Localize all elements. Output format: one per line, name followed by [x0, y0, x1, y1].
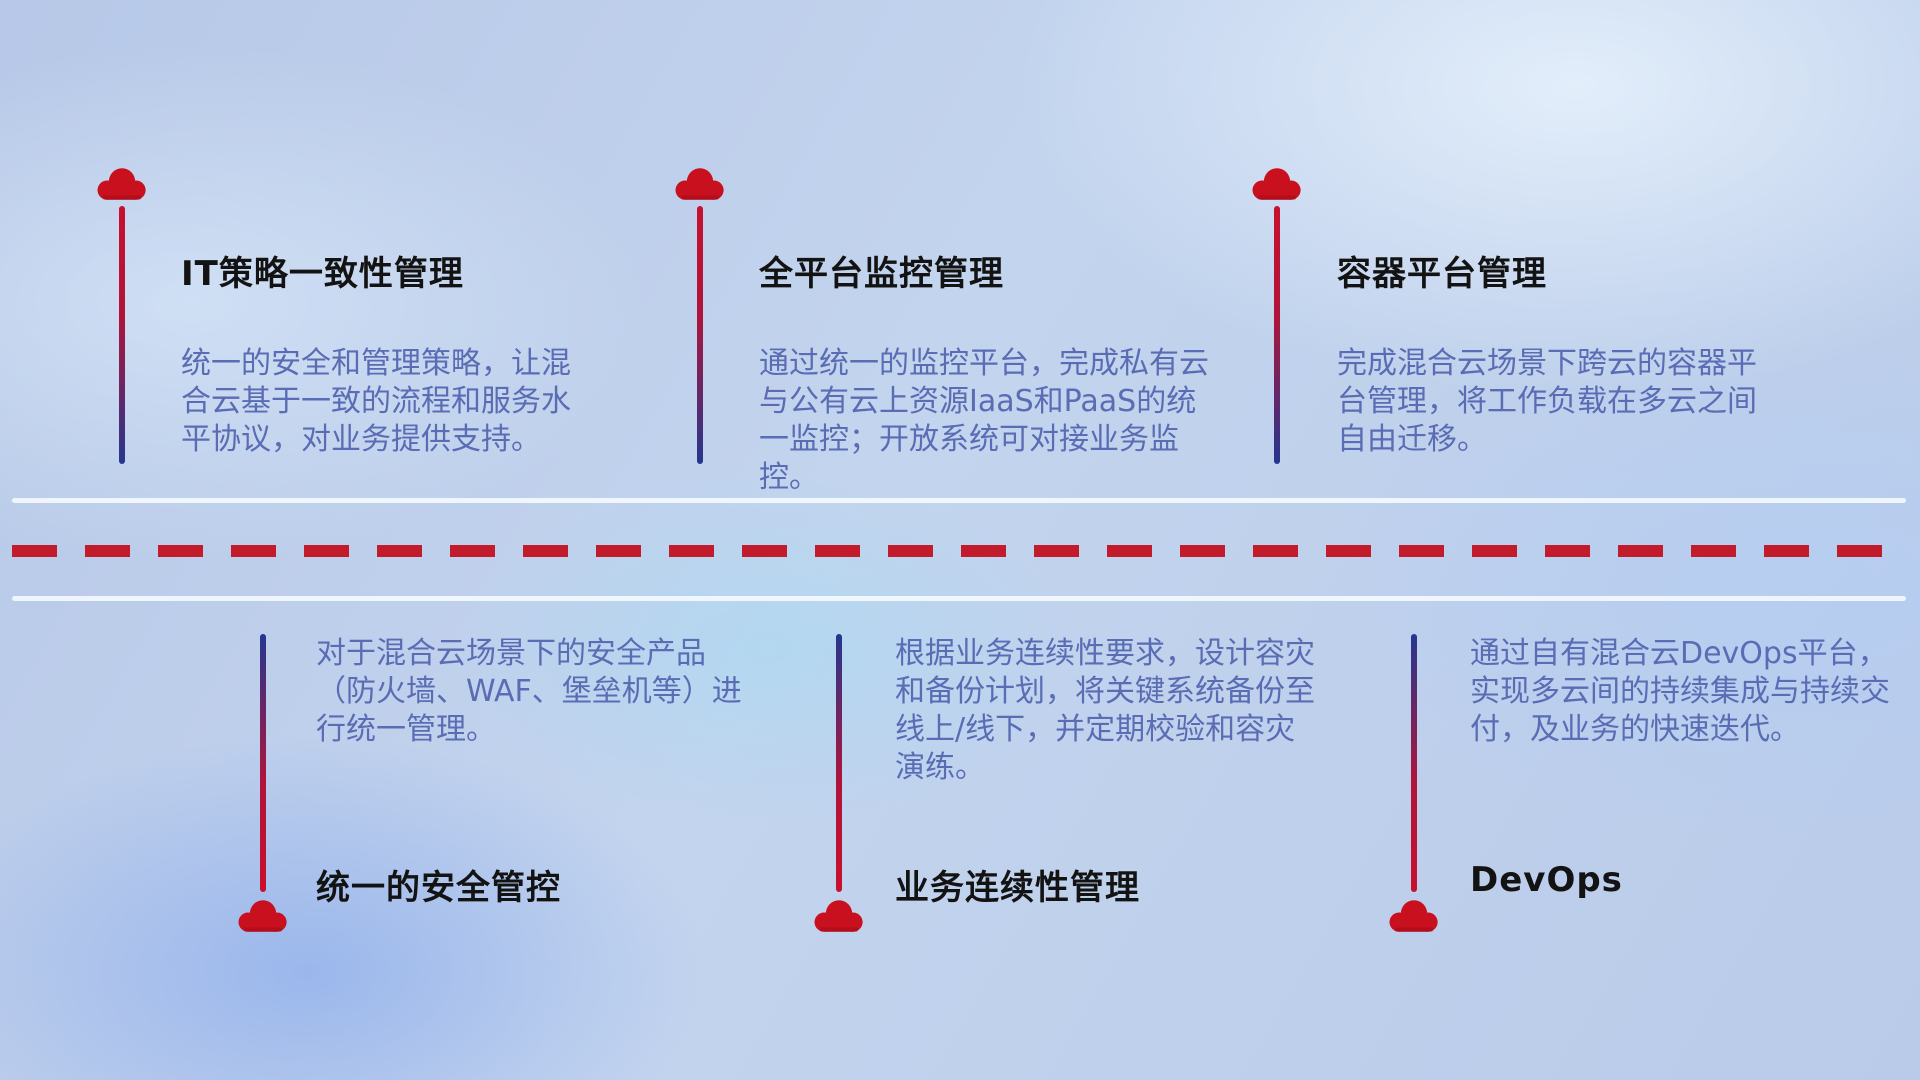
divider-line-top [12, 498, 1906, 503]
cloud-icon [811, 896, 867, 936]
cloud-icon [94, 164, 150, 204]
timeline-pole [260, 634, 266, 892]
cloud-icon [235, 896, 291, 936]
timeline-pole [1411, 634, 1417, 892]
dashed-timeline [12, 545, 1906, 557]
feature-description: 统一的安全和管理策略，让混合云基于一致的流程和服务水平协议，对业务提供支持。 [181, 346, 571, 457]
feature-description: 根据业务连续性要求，设计容灾和备份计划，将关键系统备份至线上/线下，并定期校验和… [895, 636, 1315, 785]
feature-title: IT策略一致性管理 [181, 254, 464, 295]
feature-title: 业务连续性管理 [895, 868, 1140, 909]
timeline-pole [836, 634, 842, 892]
feature-title: 全平台监控管理 [759, 254, 1004, 295]
cloud-icon [672, 164, 728, 204]
cloud-icon [1386, 896, 1442, 936]
feature-description: 完成混合云场景下跨云的容器平台管理，将工作负载在多云之间自由迁移。 [1337, 346, 1757, 457]
timeline-pole [697, 206, 703, 464]
timeline-pole [119, 206, 125, 464]
feature-title: 容器平台管理 [1337, 254, 1547, 295]
feature-title: DevOps [1470, 860, 1623, 901]
feature-description: 通过统一的监控平台，完成私有云与公有云上资源IaaS和PaaS的统一监控；开放系… [759, 346, 1209, 495]
cloud-icon [1249, 164, 1305, 204]
feature-description: 通过自有混合云DevOps平台，实现多云间的持续集成与持续交付，及业务的快速迭代… [1470, 636, 1890, 747]
divider-line-bottom [12, 596, 1906, 601]
timeline-pole [1274, 206, 1280, 464]
feature-title: 统一的安全管控 [316, 868, 561, 909]
feature-description: 对于混合云场景下的安全产品（防火墙、WAF、堡垒机等）进行统一管理。 [316, 636, 742, 747]
